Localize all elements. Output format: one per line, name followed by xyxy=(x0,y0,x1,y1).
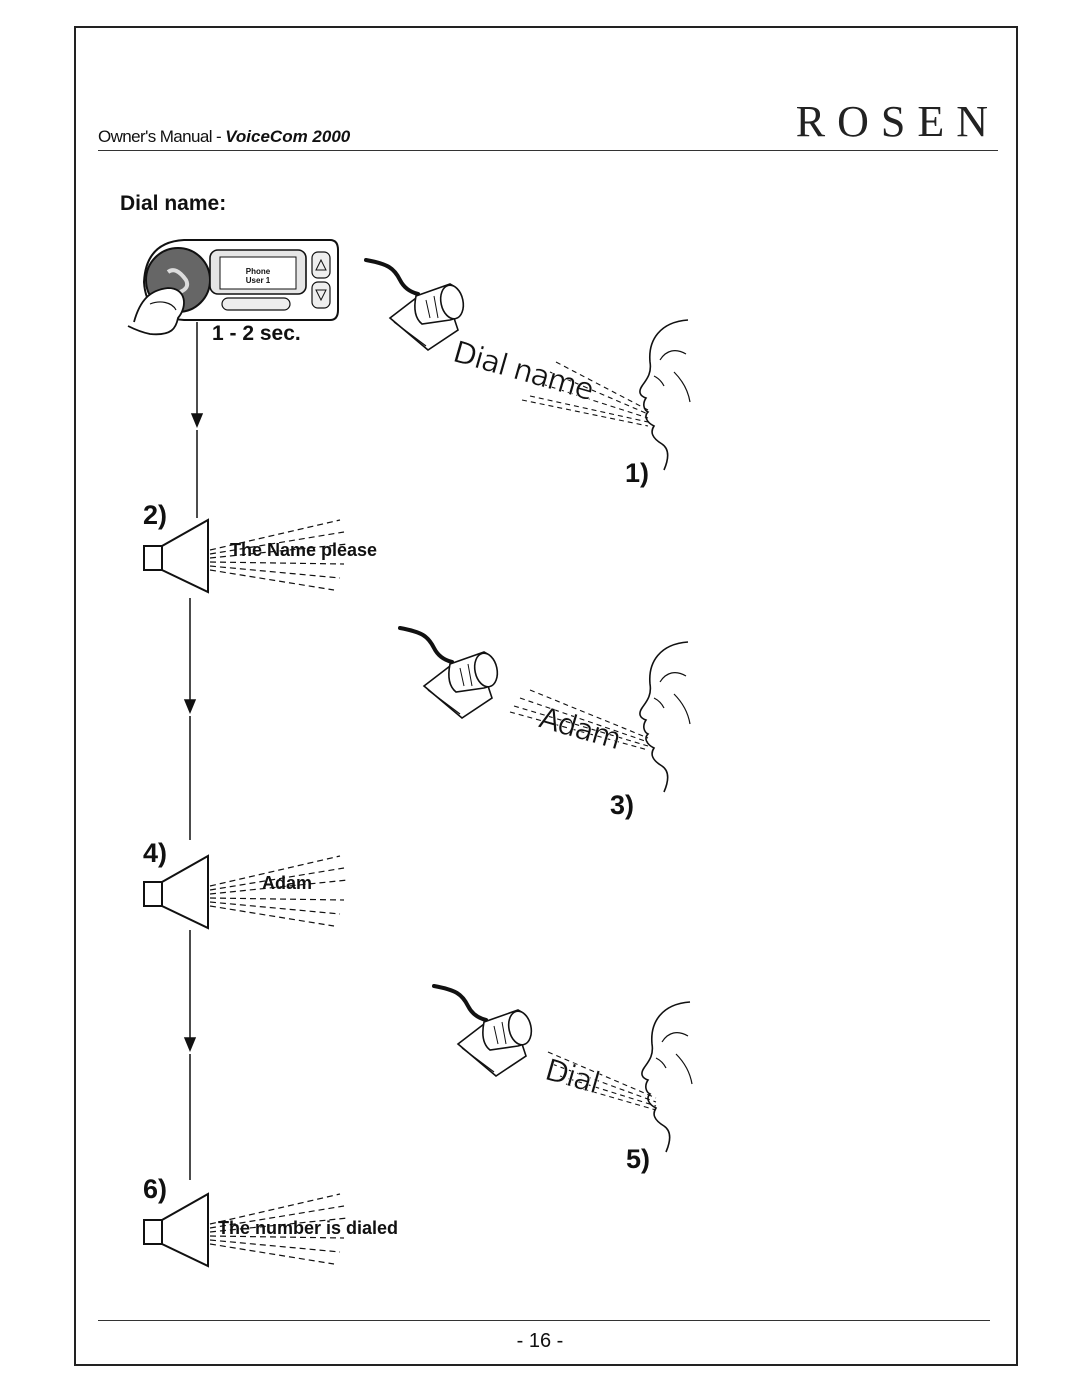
manual-prefix: Owner's Manual - xyxy=(98,127,226,146)
step-number-2: 2) xyxy=(143,500,168,530)
device-screen: Phone User 1 xyxy=(222,267,294,285)
voicecom-device xyxy=(127,239,339,336)
microphone-icon xyxy=(398,626,503,720)
step-number-1: 1) xyxy=(625,458,650,488)
page-number: - 16 - xyxy=(516,1330,564,1352)
manual-title: Owner's Manual - VoiceCom 2000 xyxy=(98,127,350,147)
device-prompt-2: The Name please xyxy=(230,540,378,560)
press-duration: 1 - 2 sec. xyxy=(212,322,301,345)
face-icon xyxy=(641,1001,693,1153)
face-icon xyxy=(639,641,691,793)
face-icon xyxy=(639,319,691,471)
page-frame xyxy=(74,26,1018,1366)
microphone-icon xyxy=(432,984,537,1078)
header-rule xyxy=(98,150,998,151)
microphone-icon xyxy=(364,258,469,352)
step-number-6: 6) xyxy=(143,1174,168,1204)
speaker-icon xyxy=(143,855,349,929)
voice-waves-5 xyxy=(547,1051,657,1111)
step-number-3: 3) xyxy=(610,790,635,820)
voice-waves-1 xyxy=(521,361,649,427)
step-number-5: 5) xyxy=(626,1144,651,1174)
product-name: VoiceCom 2000 xyxy=(225,127,351,146)
flow-line xyxy=(183,322,204,1180)
device-prompt-4: Adam xyxy=(262,873,313,893)
device-prompt-6: The number is dialed xyxy=(218,1218,399,1238)
screen-line-2: User 1 xyxy=(245,276,271,285)
section-title: Dial name: xyxy=(120,192,227,215)
footer-rule xyxy=(98,1320,990,1321)
brand-logo: ROSEN xyxy=(795,97,1000,146)
voice-waves-3 xyxy=(509,689,649,751)
screen-line-1: Phone xyxy=(245,267,271,276)
step-number-4: 4) xyxy=(143,838,168,868)
